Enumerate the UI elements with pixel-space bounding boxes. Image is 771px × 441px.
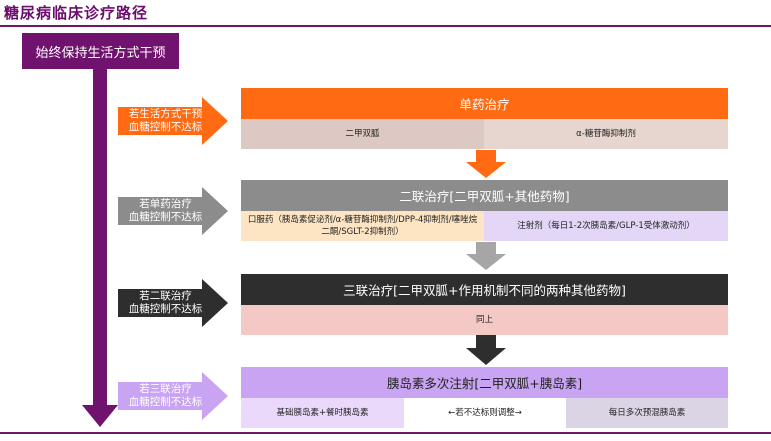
step-4-cell-premixed: 每日多次预混胰岛素: [566, 398, 728, 428]
condition-arrow-1-text: 若生活方式干预 血糖控制不达标: [118, 97, 213, 145]
condition-arrow-1-fill: [118, 97, 228, 145]
down-arrow-2-fill: [466, 242, 506, 270]
step-3-title: 三联治疗[二甲双胍+作用机制不同的两种其他药物]: [343, 283, 626, 298]
condition-arrow-3: 若二联治疗 血糖控制不达标: [118, 279, 228, 327]
timeline-arrow-shaft: [93, 69, 107, 405]
condition-arrow-2-text: 若单药治疗 血糖控制不达标: [118, 187, 213, 235]
step-4-cell-2-text: ←若不达标则调整→: [448, 408, 522, 418]
condition-1-line2: 血糖控制不达标: [128, 121, 203, 133]
down-arrow-3-fill: [466, 335, 506, 365]
step-1-cell-agi: α-糖苷酶抑制剂: [484, 119, 728, 149]
condition-arrow-2-shape: [118, 187, 228, 235]
condition-arrow-1: 若生活方式干预 血糖控制不达标: [118, 97, 228, 145]
step-4-cell-basal-bolus: 基础胰岛素+餐时胰岛素: [241, 398, 404, 428]
step-1-cell-1-text: 二甲双胍: [345, 129, 380, 139]
condition-arrow-3-text: 若二联治疗 血糖控制不达标: [118, 279, 213, 327]
step-4-cell-3-text: 每日多次预混胰岛素: [608, 408, 686, 418]
condition-arrow-3-fill: [118, 279, 228, 327]
condition-arrow-4-fill: [118, 372, 228, 420]
step-2-title: 二联治疗[二甲双胍+其他药物]: [399, 189, 570, 204]
step-1-header: 单药治疗: [241, 88, 728, 119]
condition-arrow-1-shape: [118, 97, 228, 145]
step-4-title: 胰岛素多次注射[二甲双胍+胰岛素]: [386, 376, 583, 391]
condition-arrow-4-text: 若三联治疗 血糖控制不达标: [118, 372, 213, 420]
step-2-cell-oral: 口服药（胰岛素促泌剂/α-糖苷酶抑制剂/DPP-4抑制剂/噻唑烷二酮/SGLT-…: [241, 211, 484, 241]
condition-1-line1: 若生活方式干预: [128, 108, 203, 120]
step-3-header: 三联治疗[二甲双胍+作用机制不同的两种其他药物]: [241, 274, 728, 305]
top-divider: [0, 25, 771, 27]
step-2-cell-injectable: 注射剂（每日1-2次胰岛素/GLP-1受体激动剂）: [484, 211, 728, 241]
condition-arrow-2: 若单药治疗 血糖控制不达标: [118, 187, 228, 235]
condition-arrow-4-shape: [118, 372, 228, 420]
down-arrow-1-fill: [466, 150, 506, 178]
condition-3-line1: 若二联治疗: [139, 290, 192, 302]
step-1-cell-metformin: 二甲双胍: [241, 119, 484, 149]
down-arrow-3: [466, 335, 506, 365]
condition-arrow-4: 若三联治疗 血糖控制不达标: [118, 372, 228, 420]
bottom-divider: [0, 432, 771, 434]
down-arrow-2: [466, 242, 506, 270]
condition-arrow-2-fill: [118, 187, 228, 235]
condition-arrow-3-shape: [118, 279, 228, 327]
step-2-cell-1-text: 口服药（胰岛素促泌剂/α-糖苷酶抑制剂/DPP-4抑制剂/噻唑烷二酮/SGLT-…: [247, 215, 478, 237]
step-1-cell-2-text: α-糖苷酶抑制剂: [576, 129, 636, 139]
timeline-arrow-head: [82, 405, 118, 427]
condition-2-line2: 血糖控制不达标: [128, 211, 203, 223]
step-3-cell-1-text: 同上: [475, 315, 493, 325]
condition-2-line1: 若单药治疗: [139, 198, 192, 210]
down-arrow-1: [466, 150, 506, 178]
step-1-title: 单药治疗: [459, 97, 510, 112]
step-3-cell-same: 同上: [241, 305, 728, 335]
condition-4-line2: 血糖控制不达标: [128, 396, 203, 408]
lifestyle-intervention-box: 始终保持生活方式干预: [22, 33, 179, 69]
step-2-cell-2-text: 注射剂（每日1-2次胰岛素/GLP-1受体激动剂）: [517, 221, 695, 231]
lifestyle-intervention-label: 始终保持生活方式干预: [35, 45, 166, 61]
step-4-header: 胰岛素多次注射[二甲双胍+胰岛素]: [241, 367, 728, 398]
step-2-header: 二联治疗[二甲双胍+其他药物]: [241, 180, 728, 211]
step-4-cell-adjust: ←若不达标则调整→: [404, 398, 566, 428]
page-title: 糖尿病临床诊疗路径: [4, 4, 149, 22]
condition-4-line1: 若三联治疗: [139, 383, 192, 395]
condition-3-line2: 血糖控制不达标: [128, 303, 203, 315]
step-4-cell-1-text: 基础胰岛素+餐时胰岛素: [276, 408, 369, 418]
